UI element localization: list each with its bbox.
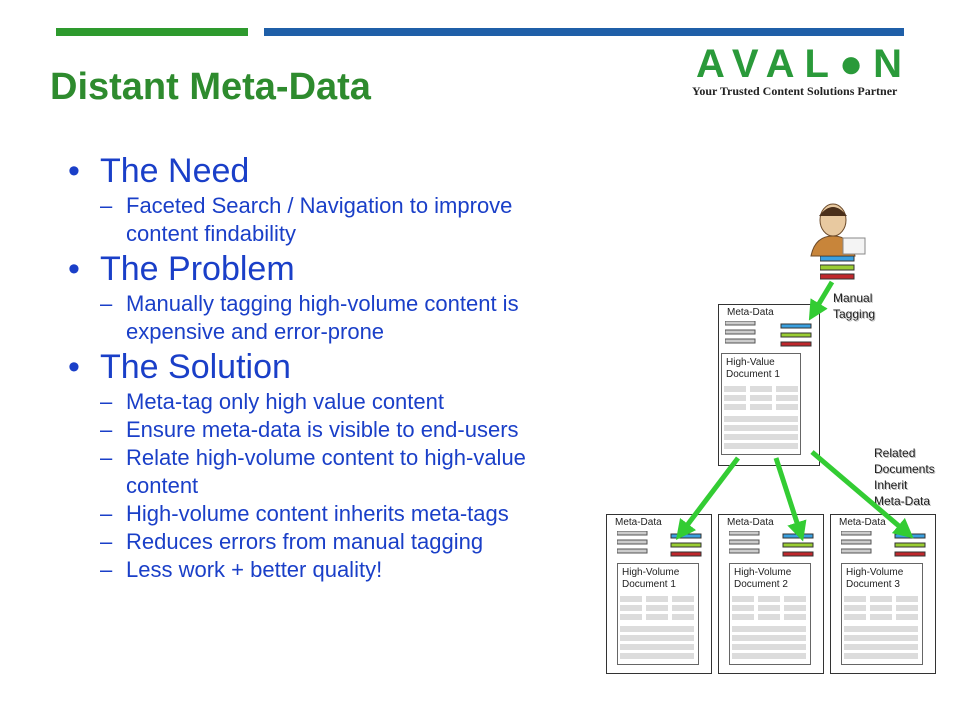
sub-bullet: –Less work + better quality!	[100, 557, 383, 582]
manual-tags-icon	[820, 256, 855, 280]
sub-bullet: –Relate high-volume content to high-valu…	[100, 445, 526, 498]
arrow-to-doc-2	[773, 457, 807, 542]
meta-tags	[725, 321, 812, 347]
bullet-need: •The Need	[68, 152, 250, 190]
sub-bullet: –Meta-tag only high value content	[100, 389, 444, 414]
header-bar-blue	[264, 28, 904, 36]
logo-tagline: Your Trusted Content Solutions Partner	[692, 84, 898, 98]
person-at-desk-icon	[810, 203, 866, 257]
arrow-to-doc-3	[810, 450, 914, 539]
header-bar-green	[56, 28, 248, 36]
bullet-solution: •The Solution	[68, 348, 291, 386]
sub-bullet: –Manually tagging high-volume content is…	[100, 291, 519, 344]
bullet-problem: •The Problem	[68, 250, 295, 288]
bullet-list: •The Need –Faceted Search / Navigation t…	[60, 150, 620, 584]
arrows-layer	[675, 280, 914, 542]
arrow-manual-tagging	[808, 280, 835, 321]
sub-bullet: –Ensure meta-data is visible to end-user…	[100, 417, 519, 442]
slide-title: Distant Meta-Data	[50, 66, 371, 108]
sub-bullet: –High-volume content inherits meta-tags	[100, 501, 509, 526]
arrow-to-doc-1	[675, 456, 740, 540]
avalon-logo: AVAL●N Your Trusted Content Solutions Pa…	[690, 42, 910, 102]
logo-wordmark: AVAL●N	[696, 42, 912, 86]
sub-bullet: –Reduces errors from manual tagging	[100, 529, 484, 554]
